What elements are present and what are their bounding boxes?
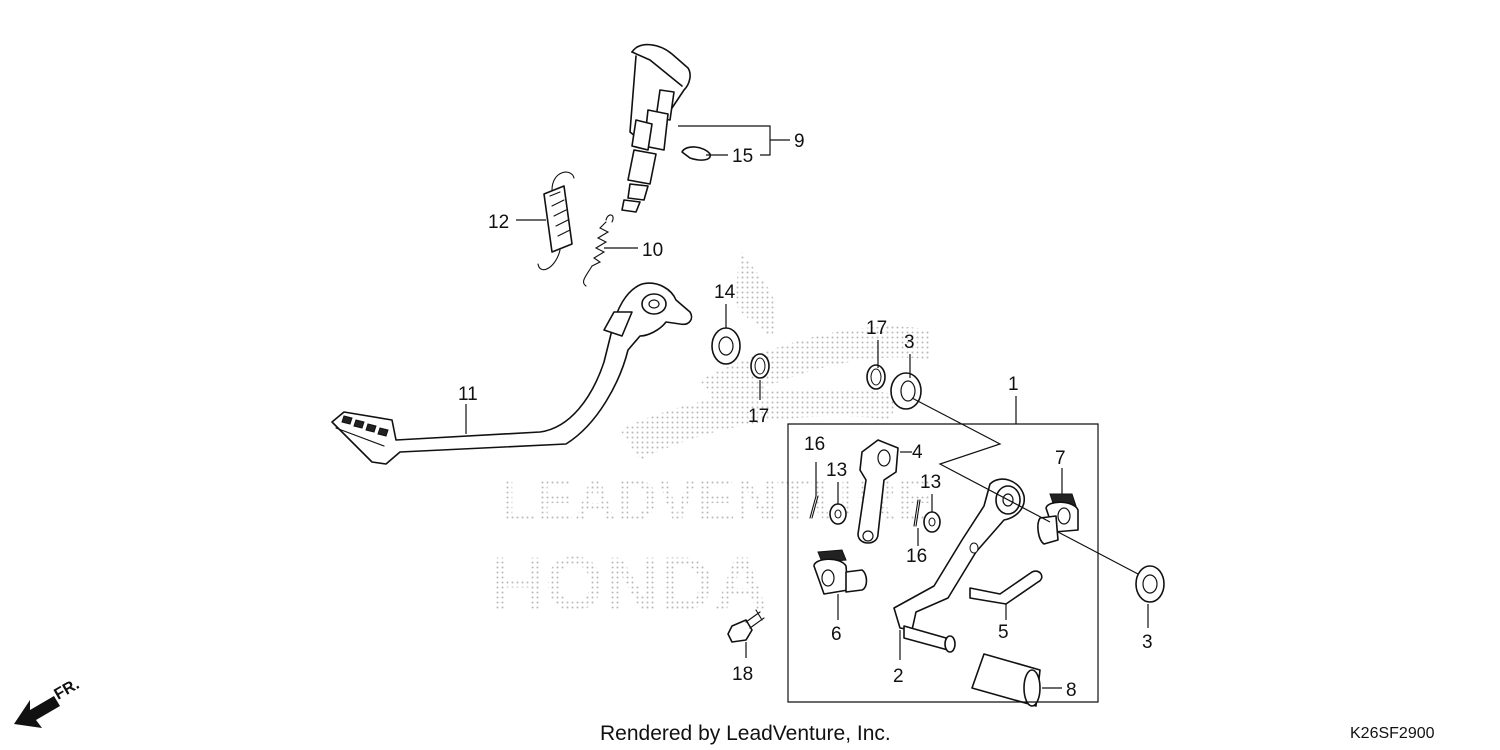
washer-part-13-right (923, 511, 941, 533)
front-direction-arrow: FR. (14, 676, 82, 728)
callout-3-right: 3 (1142, 632, 1153, 653)
washer-part-14 (711, 327, 741, 365)
callout-16-left: 16 (804, 434, 825, 455)
spring-large-part-12 (537, 171, 575, 271)
callout-1: 1 (1008, 374, 1019, 395)
callout-13-right: 13 (920, 472, 941, 493)
bolt-part-18 (727, 609, 765, 643)
callout-2: 2 (893, 666, 904, 687)
callout-4: 4 (912, 442, 923, 463)
circlip-part-17-left (750, 353, 770, 379)
pedal-rubber-part-8 (971, 653, 1041, 707)
joint-part-6 (813, 549, 868, 595)
shift-arm-part-4 (857, 439, 899, 544)
callout-18: 18 (732, 664, 753, 685)
clip-part-15 (681, 146, 712, 161)
pin-part-16-left (809, 495, 819, 519)
assembly-box (787, 423, 1099, 703)
callout-13-left: 13 (826, 460, 847, 481)
spring-small-part-10 (583, 214, 614, 287)
bushing-part-3-top (890, 372, 922, 410)
joint-part-7 (1037, 493, 1079, 545)
bushing-part-3-right (1135, 565, 1165, 603)
shift-pedal-part-2 (893, 478, 1026, 653)
callout-6: 6 (831, 624, 842, 645)
washer-part-13-left (829, 503, 847, 525)
callout-17-left: 17 (748, 406, 769, 427)
callout-10: 10 (642, 240, 663, 261)
callout-5: 5 (998, 622, 1009, 643)
pin-part-16-right (913, 499, 921, 527)
front-label: FR. (52, 676, 83, 704)
brake-switch-assembly (621, 43, 691, 213)
circlip-part-17-right (866, 364, 886, 390)
diagram-code: K26SF2900 (1350, 725, 1435, 742)
credit-text: Rendered by LeadVenture, Inc. (600, 722, 891, 745)
callout-7: 7 (1055, 448, 1066, 469)
callout-14: 14 (714, 282, 736, 303)
brake-pedal-part-11 (331, 282, 693, 465)
callout-16-right: 16 (906, 546, 927, 567)
callout-15: 15 (732, 146, 753, 167)
callout-12: 12 (488, 212, 509, 233)
watermark-honda: HONDA (490, 542, 769, 627)
callout-17-right: 17 (866, 318, 887, 339)
leader-lines (465, 125, 1149, 689)
callout-3-top: 3 (904, 332, 915, 353)
callout-9: 9 (794, 131, 805, 152)
callout-11: 11 (458, 384, 478, 405)
rod-part-5 (969, 570, 1043, 605)
callout-8: 8 (1066, 680, 1077, 701)
